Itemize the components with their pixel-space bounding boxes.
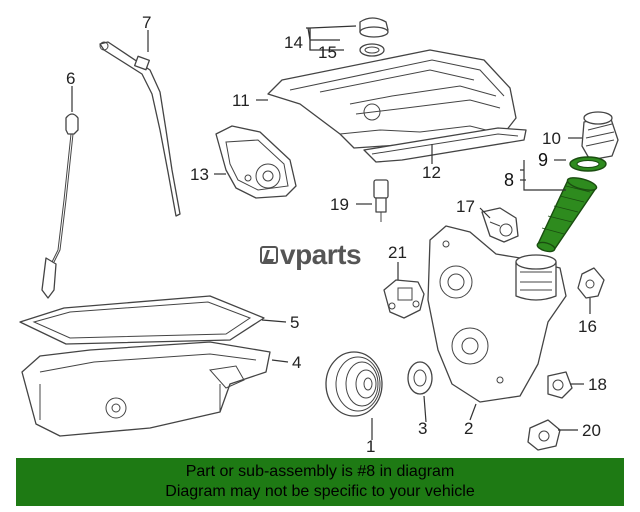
- part-1-pulley[interactable]: [325, 351, 383, 417]
- vparts-logo-icon: [260, 246, 278, 264]
- part-16-bracket[interactable]: [577, 267, 605, 299]
- part-5-pan-gasket[interactable]: [19, 295, 265, 345]
- callout-20[interactable]: 20: [582, 421, 601, 440]
- leader-lines: [71, 25, 591, 440]
- callout-19[interactable]: 19: [330, 195, 349, 214]
- callout-4[interactable]: 4: [292, 353, 301, 372]
- part-11-valve-cover[interactable]: [267, 49, 517, 149]
- part-21-bracket[interactable]: [383, 279, 425, 319]
- callout-8[interactable]: 8: [504, 170, 514, 190]
- callout-6[interactable]: 6: [66, 69, 75, 88]
- callout-14[interactable]: 14: [284, 33, 303, 52]
- part-2-timing-case[interactable]: [427, 225, 567, 403]
- part-14-filler-cap[interactable]: [359, 17, 389, 38]
- part-4-oil-pan[interactable]: [21, 341, 271, 437]
- part-17-valve[interactable]: [481, 207, 519, 243]
- callout-21[interactable]: 21: [388, 243, 407, 262]
- callout-10[interactable]: 10: [542, 129, 561, 148]
- part-8-oil-filter[interactable]: [536, 175, 598, 253]
- callout-17[interactable]: 17: [456, 197, 475, 216]
- footer-line-2: Diagram may not be specific to your vehi…: [165, 483, 475, 500]
- part-6-dipstick[interactable]: [41, 113, 79, 299]
- vparts-logo-text: vparts: [280, 239, 362, 270]
- part-3-hub[interactable]: [407, 361, 433, 395]
- callout-13[interactable]: 13: [190, 165, 209, 184]
- callout-2[interactable]: 2: [464, 419, 473, 438]
- callout-15[interactable]: 15: [318, 43, 337, 62]
- part-19-sensor[interactable]: [373, 179, 389, 222]
- part-9-o-ring[interactable]: [569, 156, 607, 172]
- callout-5[interactable]: 5: [290, 313, 299, 332]
- callout-1[interactable]: 1: [366, 437, 375, 456]
- parts-diagram: 7 6 14 15 11 13 12 10 9 8 19 17 21 16 18…: [19, 13, 619, 456]
- callout-7[interactable]: 7: [142, 13, 151, 32]
- part-12-gasket[interactable]: [363, 127, 527, 163]
- callout-12[interactable]: 12: [422, 163, 441, 182]
- callout-16[interactable]: 16: [578, 317, 597, 336]
- footer-banner: Part or sub-assembly is #8 in diagram Di…: [16, 458, 624, 506]
- vparts-logo: vparts: [260, 239, 362, 270]
- part-20-housing[interactable]: [527, 419, 561, 451]
- callout-3[interactable]: 3: [418, 419, 427, 438]
- part-18-plug[interactable]: [547, 371, 573, 399]
- callout-18[interactable]: 18: [588, 375, 607, 394]
- part-13-cover[interactable]: [215, 125, 297, 199]
- callout-11[interactable]: 11: [232, 91, 250, 110]
- part-15-seal[interactable]: [359, 43, 385, 57]
- part-7-dipstick-tube[interactable]: [99, 41, 181, 217]
- footer-line-1: Part or sub-assembly is #8 in diagram: [185, 463, 455, 480]
- callout-labels: 7 6 14 15 11 13 12 10 9 8 19 17 21 16 18…: [66, 13, 607, 456]
- part-10-filter-cap[interactable]: [581, 111, 619, 161]
- callout-9[interactable]: 9: [538, 150, 548, 170]
